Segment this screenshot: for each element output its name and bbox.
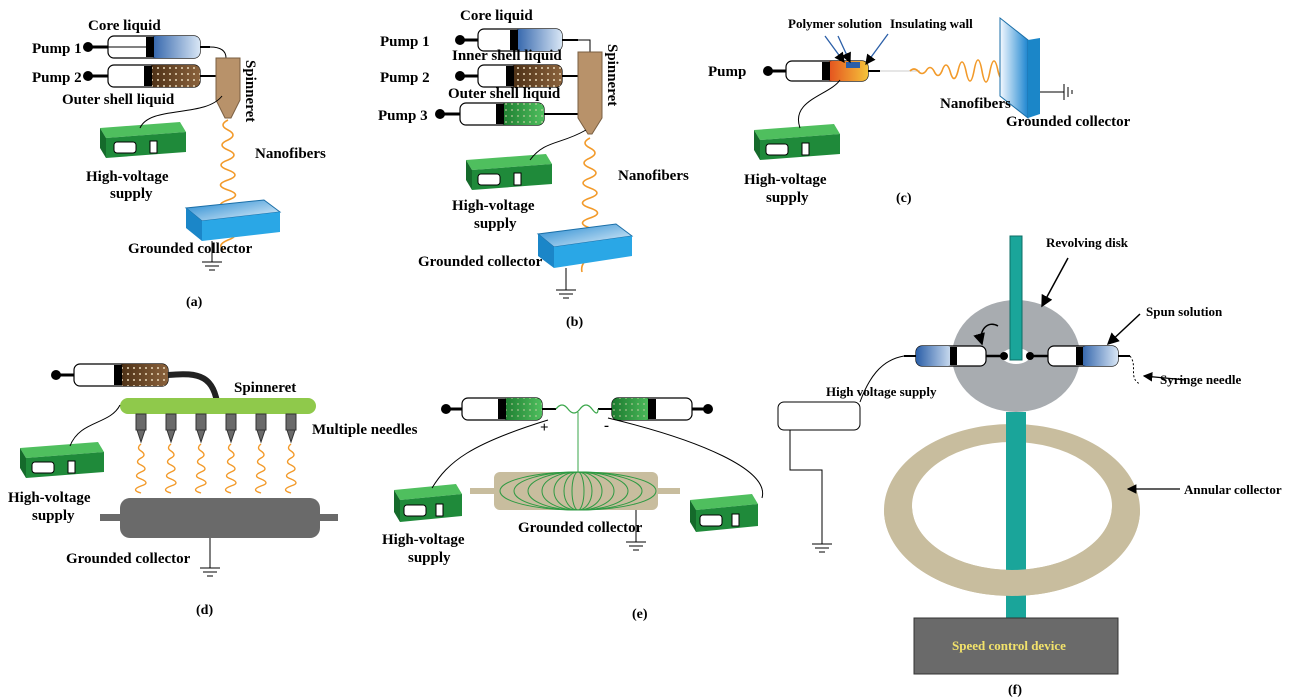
syringe-core bbox=[83, 35, 210, 59]
speed-control-device bbox=[913, 617, 1119, 675]
caption-f: (f) bbox=[1008, 683, 1022, 698]
nanofibers-label-b: Nanofibers bbox=[618, 168, 689, 184]
panel-e: + - Grounded collector High-voltage supp… bbox=[382, 397, 764, 622]
grounded-collector-e bbox=[470, 471, 680, 551]
core-liquid-label-b: Core liquid bbox=[460, 8, 533, 24]
hv-supply-box-e-right bbox=[690, 494, 758, 532]
shaft-lower bbox=[1006, 412, 1026, 618]
hv-supply-label-b-1: High-voltage bbox=[452, 198, 535, 214]
caption-d: (d) bbox=[196, 603, 213, 618]
syringe-right-f bbox=[1026, 345, 1130, 367]
syringe-core-b bbox=[455, 28, 578, 52]
polymer-solution-label: Polymer solution bbox=[788, 16, 883, 31]
collector-label-b: Grounded collector bbox=[418, 254, 543, 270]
pump1-label-b: Pump 1 bbox=[380, 34, 430, 50]
pump3-label-b: Pump 3 bbox=[378, 108, 428, 124]
spun-solution-label: Spun solution bbox=[1146, 304, 1223, 319]
spinneret-label-d: Spinneret bbox=[234, 380, 296, 396]
syringe-right-e bbox=[598, 397, 713, 421]
spinneret-label-b: Spinneret bbox=[604, 44, 620, 106]
panel-d: Spinneret Multiple needles High-voltage … bbox=[8, 363, 418, 618]
collector-label-e: Grounded collector bbox=[518, 520, 643, 536]
hv-supply-box-f bbox=[777, 401, 861, 431]
nanofibers-c bbox=[909, 59, 1007, 83]
annular-collector-label: Annular collector bbox=[1184, 482, 1282, 497]
outer-shell-liquid-label-b: Outer shell liquid bbox=[448, 86, 561, 102]
hv-supply-label-e-2: supply bbox=[408, 550, 451, 566]
spinneret bbox=[215, 57, 241, 119]
spinneret-b bbox=[577, 51, 603, 135]
pump2-label: Pump 2 bbox=[32, 70, 82, 86]
nanofibers-label: Nanofibers bbox=[255, 146, 326, 162]
caption-b: (b) bbox=[566, 315, 583, 330]
grounded-collector-d bbox=[100, 498, 338, 577]
plus-sign: + bbox=[540, 420, 549, 436]
syringe-inner-shell-b bbox=[455, 64, 578, 88]
hv-supply-label-c-2: supply bbox=[766, 190, 809, 206]
spinneret-label: Spinneret bbox=[242, 60, 258, 122]
grounded-collector bbox=[184, 199, 282, 271]
inner-shell-liquid-label-b: Inner shell liquid bbox=[452, 48, 562, 64]
grounded-collector-b bbox=[536, 223, 634, 299]
hv-supply-label-d-1: High-voltage bbox=[8, 490, 91, 506]
pump-label-c: Pump bbox=[708, 64, 746, 80]
hv-supply-box-c bbox=[754, 124, 840, 160]
hv-supply-label-f: High voltage supply bbox=[826, 384, 937, 399]
syringe-needle-label: Syringe needle bbox=[1160, 372, 1241, 387]
nanofibers-d bbox=[134, 443, 297, 494]
revolving-disk-label: Revolving disk bbox=[1046, 235, 1129, 250]
speed-control-label: Speed control device bbox=[952, 638, 1066, 653]
panel-b: Pump 1 Pump 2 Pump 3 Core liquid Inner s… bbox=[378, 8, 689, 330]
syringe-outer-shell-b bbox=[435, 102, 578, 126]
minus-sign: - bbox=[604, 418, 609, 434]
multiple-needles bbox=[135, 413, 297, 444]
caption-e: (e) bbox=[632, 607, 648, 622]
collector-label: Grounded collector bbox=[128, 241, 253, 257]
hv-supply-box-d bbox=[20, 442, 104, 478]
panel-f: Speed control device R bbox=[777, 235, 1282, 698]
hv-supply-label-1: High-voltage bbox=[86, 169, 169, 185]
syringe-d bbox=[51, 363, 169, 387]
pump2-label-b: Pump 2 bbox=[380, 70, 430, 86]
panel-c: Pump Polymer solution Insulating wall Na… bbox=[708, 16, 1131, 206]
hv-supply-label-e-1: High-voltage bbox=[382, 532, 465, 548]
hv-supply-label-c-1: High-voltage bbox=[744, 172, 827, 188]
multiple-needles-label: Multiple needles bbox=[312, 422, 418, 438]
panel-a: Pump 1 Pump 2 Core liquid Outer shell li… bbox=[32, 18, 326, 310]
syringe-left-e bbox=[441, 397, 556, 421]
syringe-left-f bbox=[904, 345, 1008, 367]
hv-supply-label-2: supply bbox=[110, 186, 153, 202]
hv-supply-box bbox=[100, 122, 186, 158]
nanofibers-label-c: Nanofibers bbox=[940, 96, 1011, 112]
insulating-wall-label: Insulating wall bbox=[890, 16, 973, 31]
hv-supply-box-e-left bbox=[394, 484, 462, 522]
collector-label-c: Grounded collector bbox=[1006, 114, 1131, 130]
spinneret-bar bbox=[120, 398, 316, 414]
core-liquid-label: Core liquid bbox=[88, 18, 161, 34]
caption-a: (a) bbox=[186, 295, 203, 310]
pump1-label: Pump 1 bbox=[32, 41, 82, 57]
hv-supply-box-b bbox=[466, 154, 552, 190]
hv-supply-label-b-2: supply bbox=[474, 216, 517, 232]
grounded-collector-c bbox=[999, 16, 1073, 120]
caption-c: (c) bbox=[896, 191, 912, 206]
outer-shell-liquid-label: Outer shell liquid bbox=[62, 92, 175, 108]
syringe-outer-shell bbox=[83, 64, 216, 88]
collector-label-d: Grounded collector bbox=[66, 551, 191, 567]
syringe-c bbox=[763, 60, 880, 82]
hv-supply-label-d-2: supply bbox=[32, 508, 75, 524]
